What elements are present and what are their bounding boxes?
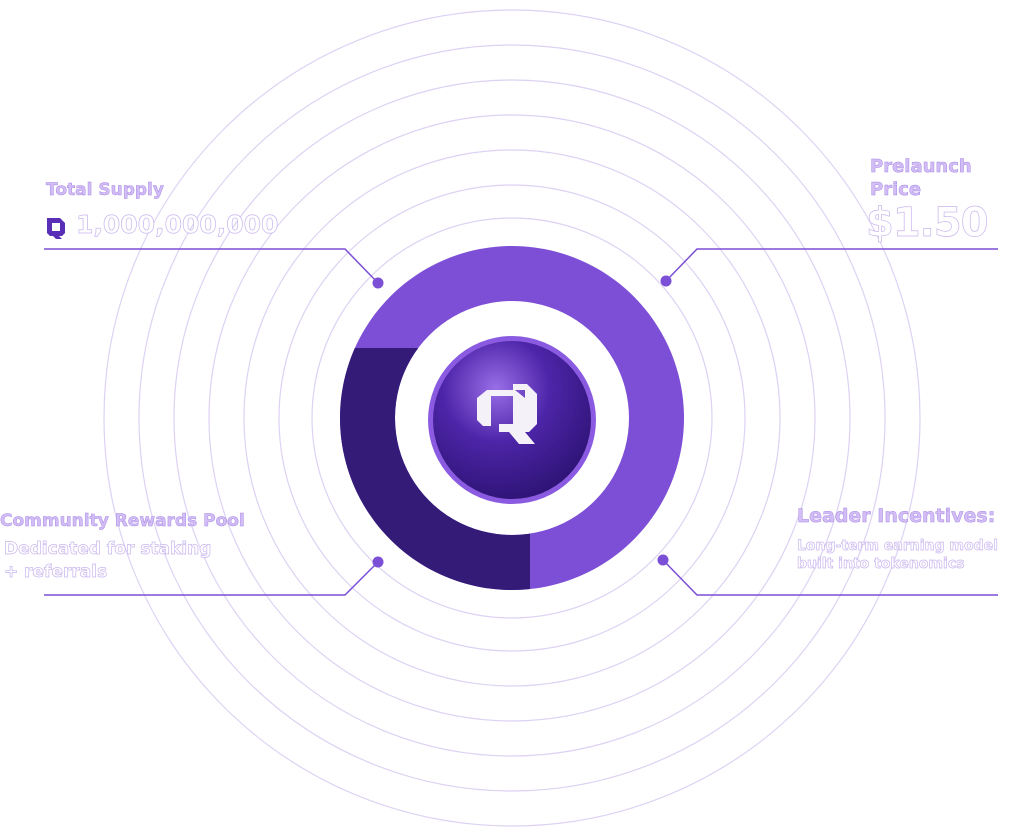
center-logo-coin <box>428 336 596 504</box>
ring <box>243 149 781 687</box>
connector-dots <box>372 275 672 568</box>
connector-lines <box>44 248 998 596</box>
concentric-rings <box>103 9 921 827</box>
q-token-icon <box>47 218 65 239</box>
connector-prelaunch-price <box>665 248 998 282</box>
leader-incentives-desc-line2: built into tokenomics <box>797 556 965 573</box>
leader-incentives-desc-line1: Long-term earning model <box>797 538 999 555</box>
connector-community-rewards <box>44 561 379 596</box>
community-rewards-desc: Dedicated for staking + referrals <box>4 538 212 584</box>
total-supply-title: Total Supply <box>46 180 164 201</box>
dot <box>372 277 384 289</box>
prelaunch-price-value: $1.50 <box>866 200 989 247</box>
donut-dark-segment <box>340 348 530 590</box>
leader-incentives-title: Leader Incentives: <box>797 505 996 528</box>
community-rewards-desc-line2: + referrals <box>4 562 108 583</box>
dot <box>657 554 669 566</box>
ring <box>208 114 816 722</box>
community-rewards-desc-line1: Dedicated for staking <box>4 539 212 560</box>
leader-incentives-desc: Long-term earning model built into token… <box>797 537 999 573</box>
ring <box>103 9 921 827</box>
community-rewards-title: Community Rewards Pool <box>0 511 245 532</box>
total-supply-value: 1,000,000,000 <box>76 210 279 240</box>
dot <box>660 275 672 287</box>
connector-leader-incentives <box>662 559 998 596</box>
prelaunch-price-title: Prelaunch Price <box>870 155 972 201</box>
ring <box>311 217 713 619</box>
ring <box>138 44 886 792</box>
prelaunch-price-title-line2: Price <box>870 179 922 201</box>
connector-total-supply <box>44 248 379 284</box>
ring <box>278 184 746 652</box>
prelaunch-price-title-line1: Prelaunch <box>870 156 972 178</box>
ring <box>173 79 851 757</box>
q-logo-icon <box>477 384 537 444</box>
dot <box>372 556 384 568</box>
